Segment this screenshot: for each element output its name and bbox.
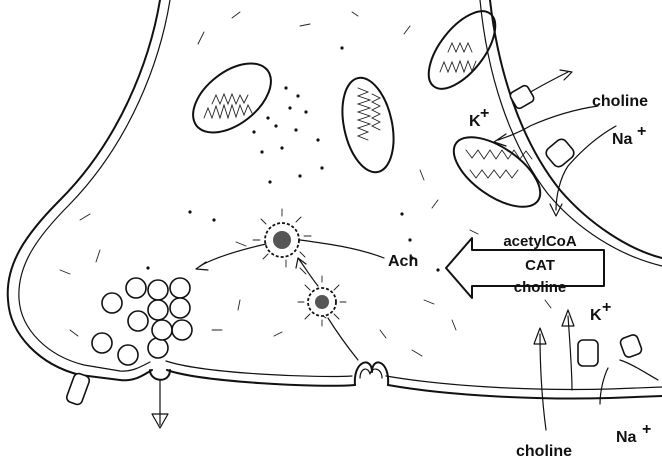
label-ach: Ach [388, 253, 418, 270]
label-k-top-sup: + [480, 105, 489, 122]
label-na-bottom-sup: + [642, 421, 651, 438]
label-na-top: Na [612, 131, 633, 148]
transporter-bottom [578, 334, 643, 366]
vesicle-cluster [92, 278, 192, 365]
mitochondrion-top-right [416, 0, 507, 100]
ach-vesicle-large [253, 209, 311, 267]
ach-vesicle-small [298, 276, 346, 326]
transporter-top-k [509, 84, 535, 110]
mitochondrion-center [335, 73, 402, 177]
label-na-bottom: Na [616, 429, 637, 446]
label-k-bottom: K [590, 307, 602, 324]
label-choline-top: choline [592, 93, 648, 110]
mitochondrion-right [442, 124, 551, 221]
synthesis-acetylcoa: acetylCoA [503, 233, 577, 250]
label-na-top-sup: + [637, 123, 646, 140]
synthesis-cat: CAT [525, 257, 555, 274]
transporter-top-na [544, 137, 577, 169]
channel-left [65, 372, 90, 406]
synthesis-choline: choline [514, 279, 567, 296]
cytoplasm-texture [60, 12, 551, 356]
label-k-bottom-sup: + [602, 299, 611, 316]
mitochondrion-left [181, 50, 284, 146]
label-choline-bottom: choline [516, 443, 572, 460]
